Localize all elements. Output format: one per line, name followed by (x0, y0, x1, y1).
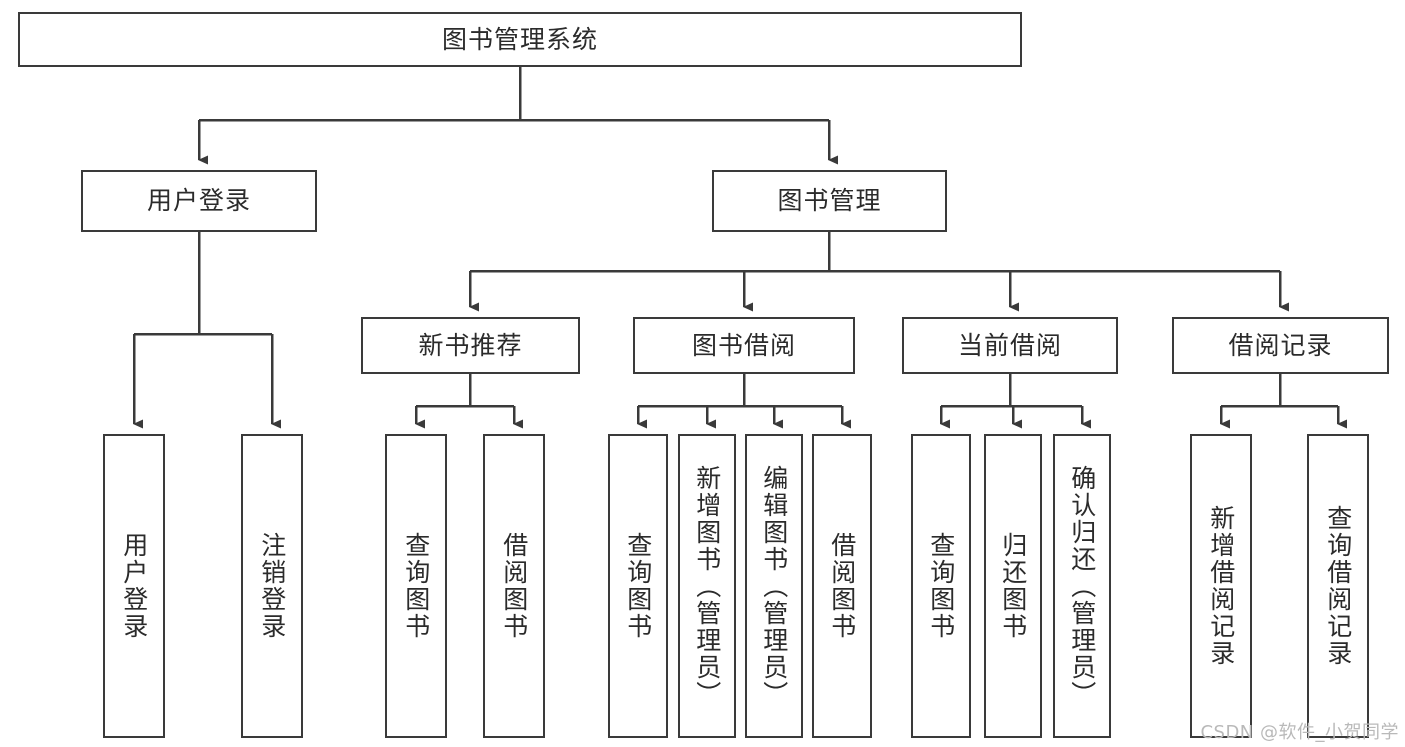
node-leaf-query-book-borrow[interactable]: 查询图书 (608, 434, 668, 738)
node-leaf-user-logout[interactable]: 注销登录 (241, 434, 303, 738)
node-label-current-borrow: 当前借阅 (957, 330, 1062, 360)
node-root[interactable]: 图书管理系统 (18, 12, 1022, 67)
csdn-watermark: CSDN @软件_小贺同学 (1200, 722, 1399, 743)
node-leaf-confirm-return[interactable]: 确认归还（管理员） (1053, 434, 1111, 738)
node-label-book-manage: 图书管理 (777, 186, 882, 216)
node-leaf-query-book-cur[interactable]: 查询图书 (911, 434, 971, 738)
node-leaf-edit-book[interactable]: 编辑图书（管理员） (745, 434, 803, 738)
node-borrow-record[interactable]: 借阅记录 (1172, 317, 1389, 374)
node-label-leaf-query-book-rec: 查询图书 (401, 532, 431, 640)
node-label-book-borrow: 图书借阅 (691, 330, 796, 360)
node-label-leaf-user-login: 用户登录 (119, 532, 149, 640)
node-label-leaf-query-book-borrow: 查询图书 (623, 532, 653, 640)
node-label-leaf-borrow-book-rec: 借阅图书 (499, 532, 529, 640)
node-label-leaf-query-borrow-record: 查询借阅记录 (1323, 505, 1353, 667)
node-leaf-add-borrow-record[interactable]: 新增借阅记录 (1190, 434, 1252, 738)
node-label-leaf-add-book: 新增图书（管理员） (692, 464, 722, 708)
node-label-leaf-add-borrow-record: 新增借阅记录 (1206, 505, 1236, 667)
node-leaf-add-book[interactable]: 新增图书（管理员） (678, 434, 736, 738)
node-leaf-return-book[interactable]: 归还图书 (984, 434, 1042, 738)
node-label-new-book-rec: 新书推荐 (418, 330, 523, 360)
node-label-leaf-edit-book: 编辑图书（管理员） (759, 464, 789, 708)
node-label-leaf-confirm-return: 确认归还（管理员） (1067, 464, 1097, 708)
node-book-borrow[interactable]: 图书借阅 (633, 317, 855, 374)
node-new-book-rec[interactable]: 新书推荐 (361, 317, 580, 374)
node-book-manage[interactable]: 图书管理 (712, 170, 947, 232)
node-leaf-borrow-book[interactable]: 借阅图书 (812, 434, 872, 738)
node-current-borrow[interactable]: 当前借阅 (902, 317, 1118, 374)
node-label-leaf-return-book: 归还图书 (998, 532, 1028, 640)
node-leaf-borrow-book-rec[interactable]: 借阅图书 (483, 434, 545, 738)
node-leaf-query-book-rec[interactable]: 查询图书 (385, 434, 447, 738)
node-label-leaf-user-logout: 注销登录 (257, 532, 287, 640)
node-user-login[interactable]: 用户登录 (81, 170, 317, 232)
node-label-leaf-borrow-book: 借阅图书 (827, 532, 857, 640)
node-label-borrow-record: 借阅记录 (1228, 330, 1333, 360)
node-label-root: 图书管理系统 (441, 24, 598, 54)
node-label-user-login: 用户登录 (146, 186, 251, 216)
node-leaf-query-borrow-record[interactable]: 查询借阅记录 (1307, 434, 1369, 738)
node-label-leaf-query-book-cur: 查询图书 (926, 532, 956, 640)
node-leaf-user-login[interactable]: 用户登录 (103, 434, 165, 738)
